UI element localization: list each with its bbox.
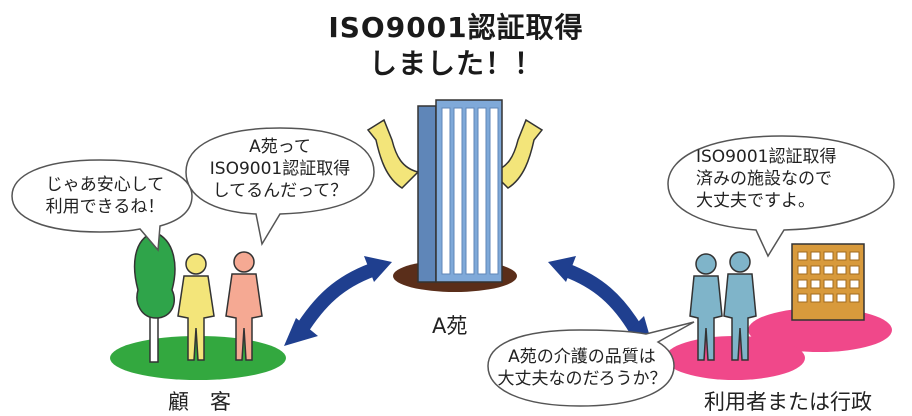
bubble-customer-right xyxy=(185,127,375,247)
apartment-building-icon xyxy=(791,243,865,321)
bubble-line: 利用できるね！ xyxy=(45,197,165,217)
facility-building-icon xyxy=(366,99,544,283)
bubble-line: してるんだって？ xyxy=(212,181,348,201)
bubble-text-government-top: ISO9001認証取得 済みの施設なので 大丈夫ですよ。 xyxy=(680,146,880,212)
bubble-text-customer-right: A苑って ISO9001認証取得 してるんだって？ xyxy=(196,136,364,202)
bubble-line: ISO9001認証取得 xyxy=(209,159,351,179)
customer-person-pink-icon xyxy=(225,251,263,361)
bubble-line: ISO9001認証取得 xyxy=(696,147,837,167)
label-customer: 顧 客 xyxy=(168,390,231,414)
label-government: 利用者または行政 xyxy=(704,390,872,414)
label-facility: A苑 xyxy=(432,314,468,338)
title-line-2: しました！！ xyxy=(368,47,543,80)
bubble-line: A苑の介護の品質は xyxy=(508,347,656,367)
government-person-1-icon xyxy=(689,253,723,361)
bubble-text-customer-left: じゃあ安心して 利用できるね！ xyxy=(30,174,180,218)
bubble-line: 大丈夫ですよ。 xyxy=(696,191,815,211)
bubble-government-bottom xyxy=(487,321,695,407)
left-arrow-icon xyxy=(284,256,392,346)
bubble-line: A苑って xyxy=(249,137,311,157)
tree-icon xyxy=(133,231,176,363)
bubble-text-government-bottom: A苑の介護の品質は 大丈夫なのだろうか？ xyxy=(494,346,670,390)
bubble-line: じゃあ安心して xyxy=(45,175,165,195)
customer-person-yellow-icon xyxy=(177,253,215,361)
title-line-1: ISO9001認証取得 xyxy=(328,11,584,44)
bubble-line: 大丈夫なのだろうか？ xyxy=(497,369,667,389)
government-person-2-icon xyxy=(723,251,757,361)
bubble-government-top xyxy=(667,135,895,258)
bubble-line: 済みの施設なので xyxy=(696,169,832,189)
